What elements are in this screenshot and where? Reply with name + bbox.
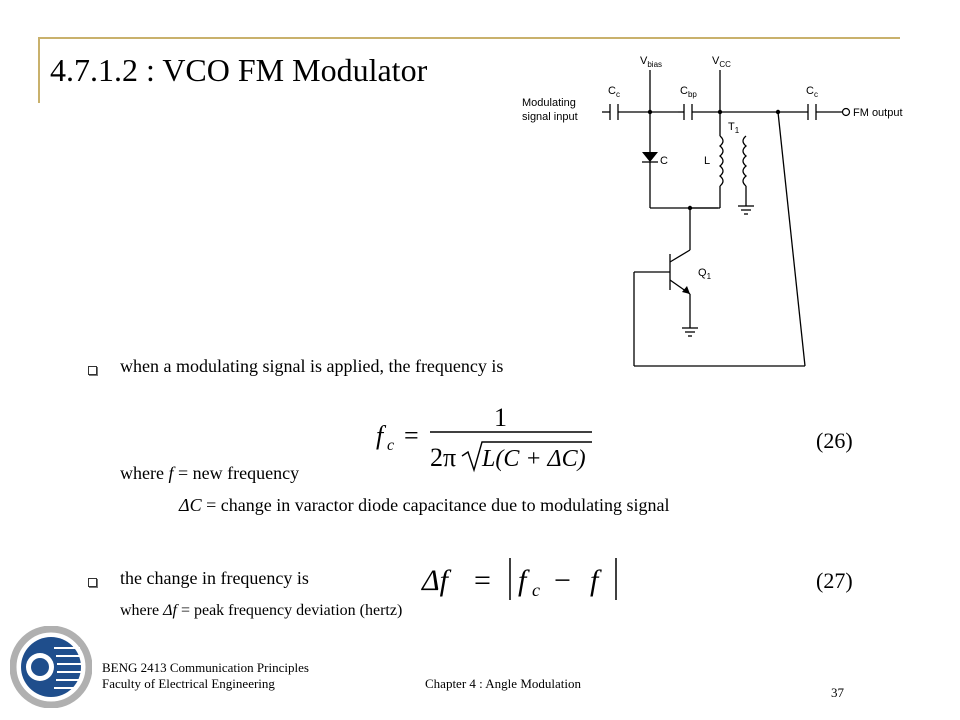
eq26-lhs-sub: c [387, 437, 394, 454]
label-signal-input: signal input [522, 111, 578, 123]
equation-27: Δf = f c − f [421, 558, 617, 600]
bullet-marker-2 [88, 578, 97, 587]
eq27-inner-var: f [518, 564, 530, 597]
eq26-lhs-var: f [376, 421, 387, 450]
footer-chapter: Chapter 4 : Angle Modulation [425, 676, 581, 691]
label-cc-right: Cc [806, 85, 818, 99]
equation-26: f c = 1 2π L(C + ΔC) [376, 403, 592, 473]
eq26-denominator-prefix: 2π [430, 443, 456, 472]
eq26-equals: = [404, 421, 419, 450]
label-cc-left: Cc [608, 85, 620, 99]
label-l: L [704, 155, 710, 167]
eq26-sqrt-sign [461, 441, 592, 473]
frame-left-line [38, 37, 40, 103]
label-cbp: Cbp [680, 85, 697, 99]
delta-c-var: ΔC [179, 495, 202, 515]
eq27-inner-sub: c [532, 580, 540, 600]
equation-number-26: (26) [816, 428, 853, 453]
bullet-text-2: the change in frequency is [120, 568, 309, 588]
bullet-text-1: when a modulating signal is applied, the… [120, 356, 504, 376]
eq27-inner-right: f [590, 564, 602, 597]
where-var-f: f [168, 463, 174, 483]
label-vcc: VCC [712, 55, 731, 69]
label-vbias: Vbias [640, 55, 662, 69]
label-c: C [660, 155, 668, 167]
eq26-numerator: 1 [494, 403, 507, 432]
where-line-1: where f = new frequency [120, 463, 300, 483]
delta-c-line: ΔC = change in varactor diode capacitanc… [179, 495, 670, 515]
label-fm-output: FM output [853, 107, 903, 119]
label-t1: T1 [728, 121, 740, 135]
eq27-equals: = [474, 564, 491, 597]
eq27-lhs: Δf [421, 564, 452, 597]
slide-title: 4.7.1.2 : VCO FM Modulator [50, 52, 428, 88]
where-var-delta-f: Δf [163, 602, 177, 619]
where-line-2: where Δf = peak frequency deviation (her… [120, 602, 403, 619]
eq26-radicand: L(C + ΔC) [481, 446, 586, 472]
university-logo [10, 626, 92, 708]
label-modulating: Modulating [522, 97, 576, 109]
bullet-marker-1 [88, 366, 97, 375]
equation-number-27: (27) [816, 568, 853, 593]
label-q1: Q1 [698, 267, 712, 281]
frame-top-line [38, 37, 900, 39]
footer-faculty: Faculty of Electrical Engineering [102, 676, 275, 691]
eq27-minus: − [554, 564, 571, 597]
vco-circuit-diagram: Modulating signal input Cc Vbias Cbp VCC… [522, 55, 903, 367]
footer-course: BENG 2413 Communication Principles [102, 660, 309, 675]
page-number: 37 [831, 685, 844, 700]
